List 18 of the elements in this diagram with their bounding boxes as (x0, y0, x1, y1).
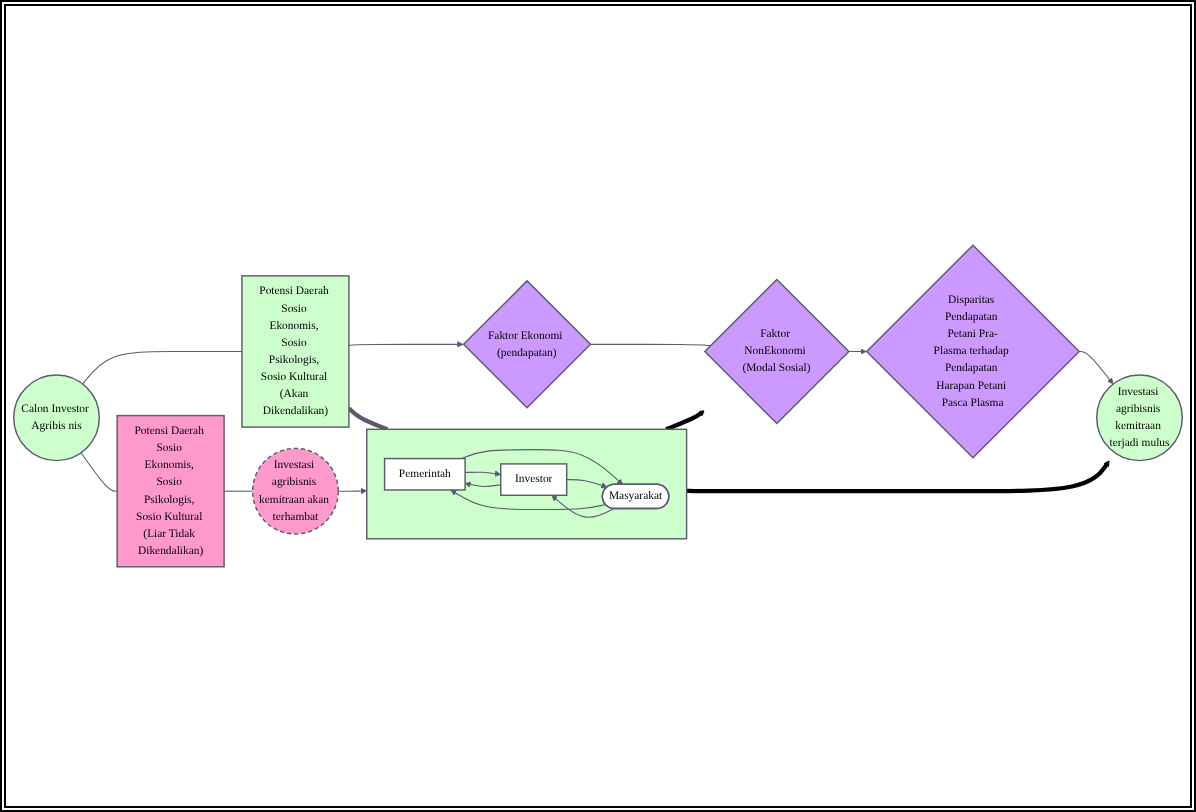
arrow (1078, 350, 1114, 385)
arrow (464, 470, 502, 477)
arrow (461, 449, 623, 485)
connector (223, 490, 254, 492)
arrow (665, 410, 705, 432)
arrow (551, 495, 615, 518)
arrow (348, 341, 464, 348)
arrow (566, 479, 608, 489)
arrow (450, 489, 607, 511)
arrow (847, 348, 867, 355)
connector (589, 343, 711, 347)
arrow (685, 460, 1110, 494)
cluster (366, 428, 688, 540)
connector (80, 452, 118, 492)
arrow (464, 481, 502, 488)
connector (82, 350, 243, 385)
arrow (337, 487, 368, 495)
connector (347, 406, 389, 432)
